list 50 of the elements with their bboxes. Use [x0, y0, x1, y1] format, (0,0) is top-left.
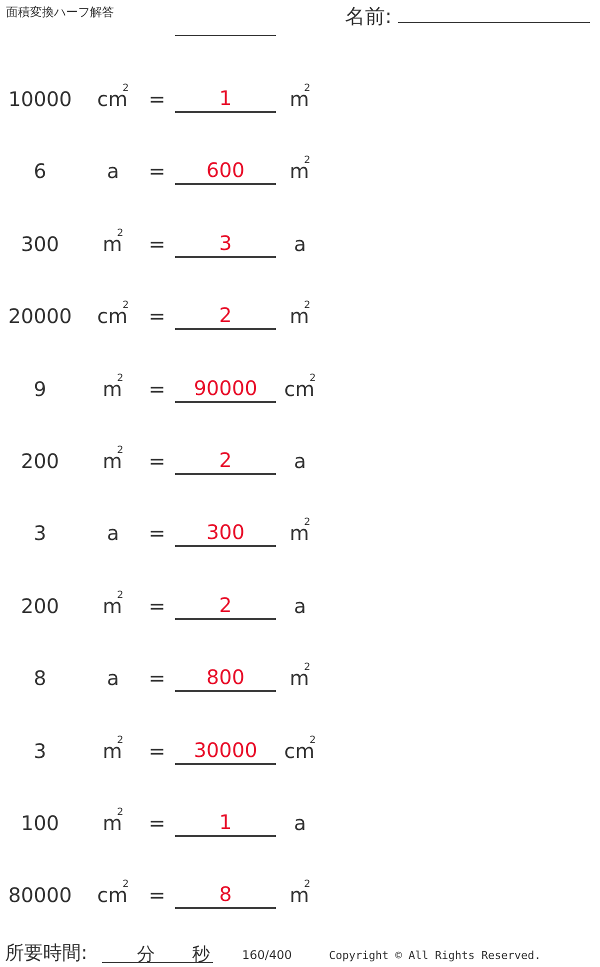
- unit: a: [294, 811, 306, 835]
- number: 3: [34, 521, 46, 546]
- equals-sign: =: [148, 304, 166, 328]
- minutes-label: 分: [137, 943, 155, 966]
- equals-sign: =: [148, 376, 166, 401]
- answer-box: 8: [175, 881, 276, 910]
- equals-sign: =: [148, 594, 166, 618]
- worksheet-title: 面積変換ハーフ解答: [6, 4, 114, 21]
- unit: a: [106, 159, 120, 184]
- unit: a: [294, 594, 306, 618]
- number: 80000: [8, 883, 72, 908]
- answer-box: 1: [175, 809, 276, 837]
- answer-box: 300: [175, 519, 276, 548]
- number: 8: [34, 666, 46, 690]
- number: 200: [20, 594, 60, 618]
- number: 3: [34, 738, 46, 763]
- equals-sign: =: [148, 811, 166, 835]
- answer-box: 600: [175, 157, 276, 186]
- answer-box: 2: [175, 447, 276, 475]
- equals-sign: =: [148, 159, 166, 184]
- number: 9: [34, 376, 46, 401]
- number: 200: [20, 449, 60, 473]
- equals-sign: =: [148, 666, 166, 690]
- unit: a: [106, 666, 120, 690]
- equals-sign: =: [148, 449, 166, 473]
- time-label: 所要時間:: [5, 941, 88, 966]
- seconds-label: 秒: [192, 943, 210, 966]
- answer-box: 800: [175, 664, 276, 692]
- answer-box: 2: [175, 592, 276, 620]
- number: 100: [20, 811, 60, 835]
- equals-sign: =: [148, 521, 166, 546]
- answer-box: 2: [175, 302, 276, 330]
- unit: a: [106, 521, 120, 546]
- number: 20000: [8, 304, 72, 328]
- equals-sign: =: [148, 738, 166, 763]
- name-label: 名前:: [345, 3, 392, 30]
- number: 300: [20, 232, 60, 256]
- page-number: 160/400: [242, 948, 292, 962]
- equals-sign: =: [148, 883, 166, 908]
- unit: a: [294, 232, 306, 256]
- answer-box: 1: [175, 85, 276, 113]
- copyright-notice: Copyright © All Rights Reserved.: [329, 949, 541, 962]
- equals-sign: =: [148, 232, 166, 256]
- answer-box: 3: [175, 230, 276, 258]
- number: 10000: [8, 87, 72, 111]
- number: 6: [34, 159, 46, 184]
- equals-sign: =: [148, 87, 166, 111]
- answer-box: 30000: [175, 736, 276, 765]
- unit: a: [294, 449, 306, 473]
- answer-box: 90000: [175, 374, 276, 403]
